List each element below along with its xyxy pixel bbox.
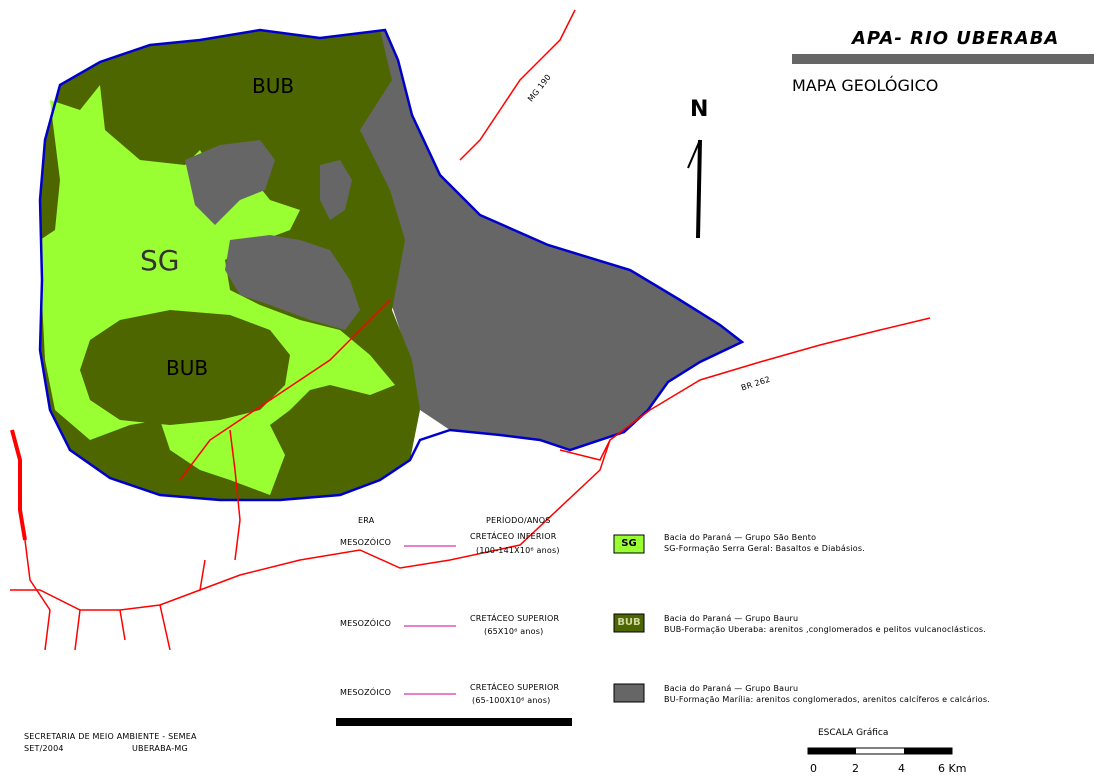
legend-row1-code: SG xyxy=(621,538,637,549)
legend-row3-anos: (65-100X10⁶ anos) xyxy=(472,696,551,705)
scale-tick-4: 4 xyxy=(898,762,905,775)
legend-header-periodo: PERÍODO/ANOS xyxy=(486,516,551,525)
legend-row1-desc2: SG-Formação Serra Geral: Basaltos e Diab… xyxy=(664,544,865,553)
road-west xyxy=(44,559,206,651)
scale-tick-2: 2 xyxy=(852,762,859,775)
legend-swatch-bub xyxy=(613,613,645,633)
road-south xyxy=(10,439,611,611)
legend-row2-anos: (65X10⁶ anos) xyxy=(484,627,544,636)
north-arrow-icon xyxy=(687,139,702,239)
legend-row3-desc2: BU-Formação Marília: arenitos conglomera… xyxy=(664,695,990,704)
map-label-bub-mid: BUB xyxy=(166,356,209,380)
bu-unit-region xyxy=(355,30,742,450)
title-bar xyxy=(792,54,1094,64)
bu-patch-small xyxy=(320,160,352,220)
north-label: N xyxy=(690,97,709,122)
map-label-bub-top: BUB xyxy=(252,74,295,98)
footer-date: SET/2004 xyxy=(24,744,64,753)
legend-row1-periodo: CRETÁCEO INFERIOR xyxy=(470,532,557,541)
map-subtitle: MAPA GEOLÓGICO xyxy=(792,76,939,95)
legend-row1-desc1: Bacia do Paraná — Grupo São Bento xyxy=(664,533,817,542)
footer-bar xyxy=(336,718,572,726)
scale-tick-0: 0 xyxy=(810,762,817,775)
legend-row3-periodo: CRETÁCEO SUPERIOR xyxy=(470,683,560,692)
basin-boundary xyxy=(38,28,745,502)
legend-row2-code: BUB xyxy=(617,617,641,628)
map-title: APA- RIO UBERABA xyxy=(852,28,1060,49)
legend-leaders xyxy=(404,545,456,695)
legend-row2-era: MESOZÓICO xyxy=(340,619,392,628)
scale-bar xyxy=(807,747,953,755)
scale-label: ESCALA Gráfica xyxy=(818,728,889,738)
legend-row3-era: MESOZÓICO xyxy=(340,688,392,697)
map-label-sg: SG xyxy=(140,244,180,277)
footer-city: UBERABA-MG xyxy=(132,744,188,753)
road-internal xyxy=(179,299,391,481)
legend-row2-periodo: CRETÁCEO SUPERIOR xyxy=(470,614,560,623)
legend-row1-era: MESOZÓICO xyxy=(340,538,392,547)
road-southeast xyxy=(559,409,651,461)
bub-island xyxy=(80,310,290,425)
road-br262 xyxy=(649,317,931,411)
legend-swatch-bu xyxy=(613,683,645,703)
road-network xyxy=(10,9,931,651)
legend-header-era: ERA xyxy=(358,516,375,525)
highway-west xyxy=(10,429,27,541)
bu-patch-center xyxy=(225,235,360,330)
scale-tick-6: 6 Km xyxy=(938,762,967,775)
legend-row2-desc1: Bacia do Paraná — Grupo Bauru xyxy=(664,614,799,623)
legend-row3-desc1: Bacia do Paraná — Grupo Bauru xyxy=(664,684,799,693)
legend-swatch-sg xyxy=(613,534,645,554)
road-internal-2 xyxy=(229,429,241,561)
footer-secretaria: SECRETARIA DE MEIO AMBIENTE - SEMEA xyxy=(24,732,197,741)
road-mg190 xyxy=(459,9,576,161)
legend-row2-desc2: BUB-Formação Uberaba: arenitos ,conglome… xyxy=(664,625,987,634)
road-west-thin xyxy=(24,539,51,611)
bu-patch-north xyxy=(185,140,275,225)
legend-row1-anos: (100-141X10⁶ anos) xyxy=(476,546,560,555)
